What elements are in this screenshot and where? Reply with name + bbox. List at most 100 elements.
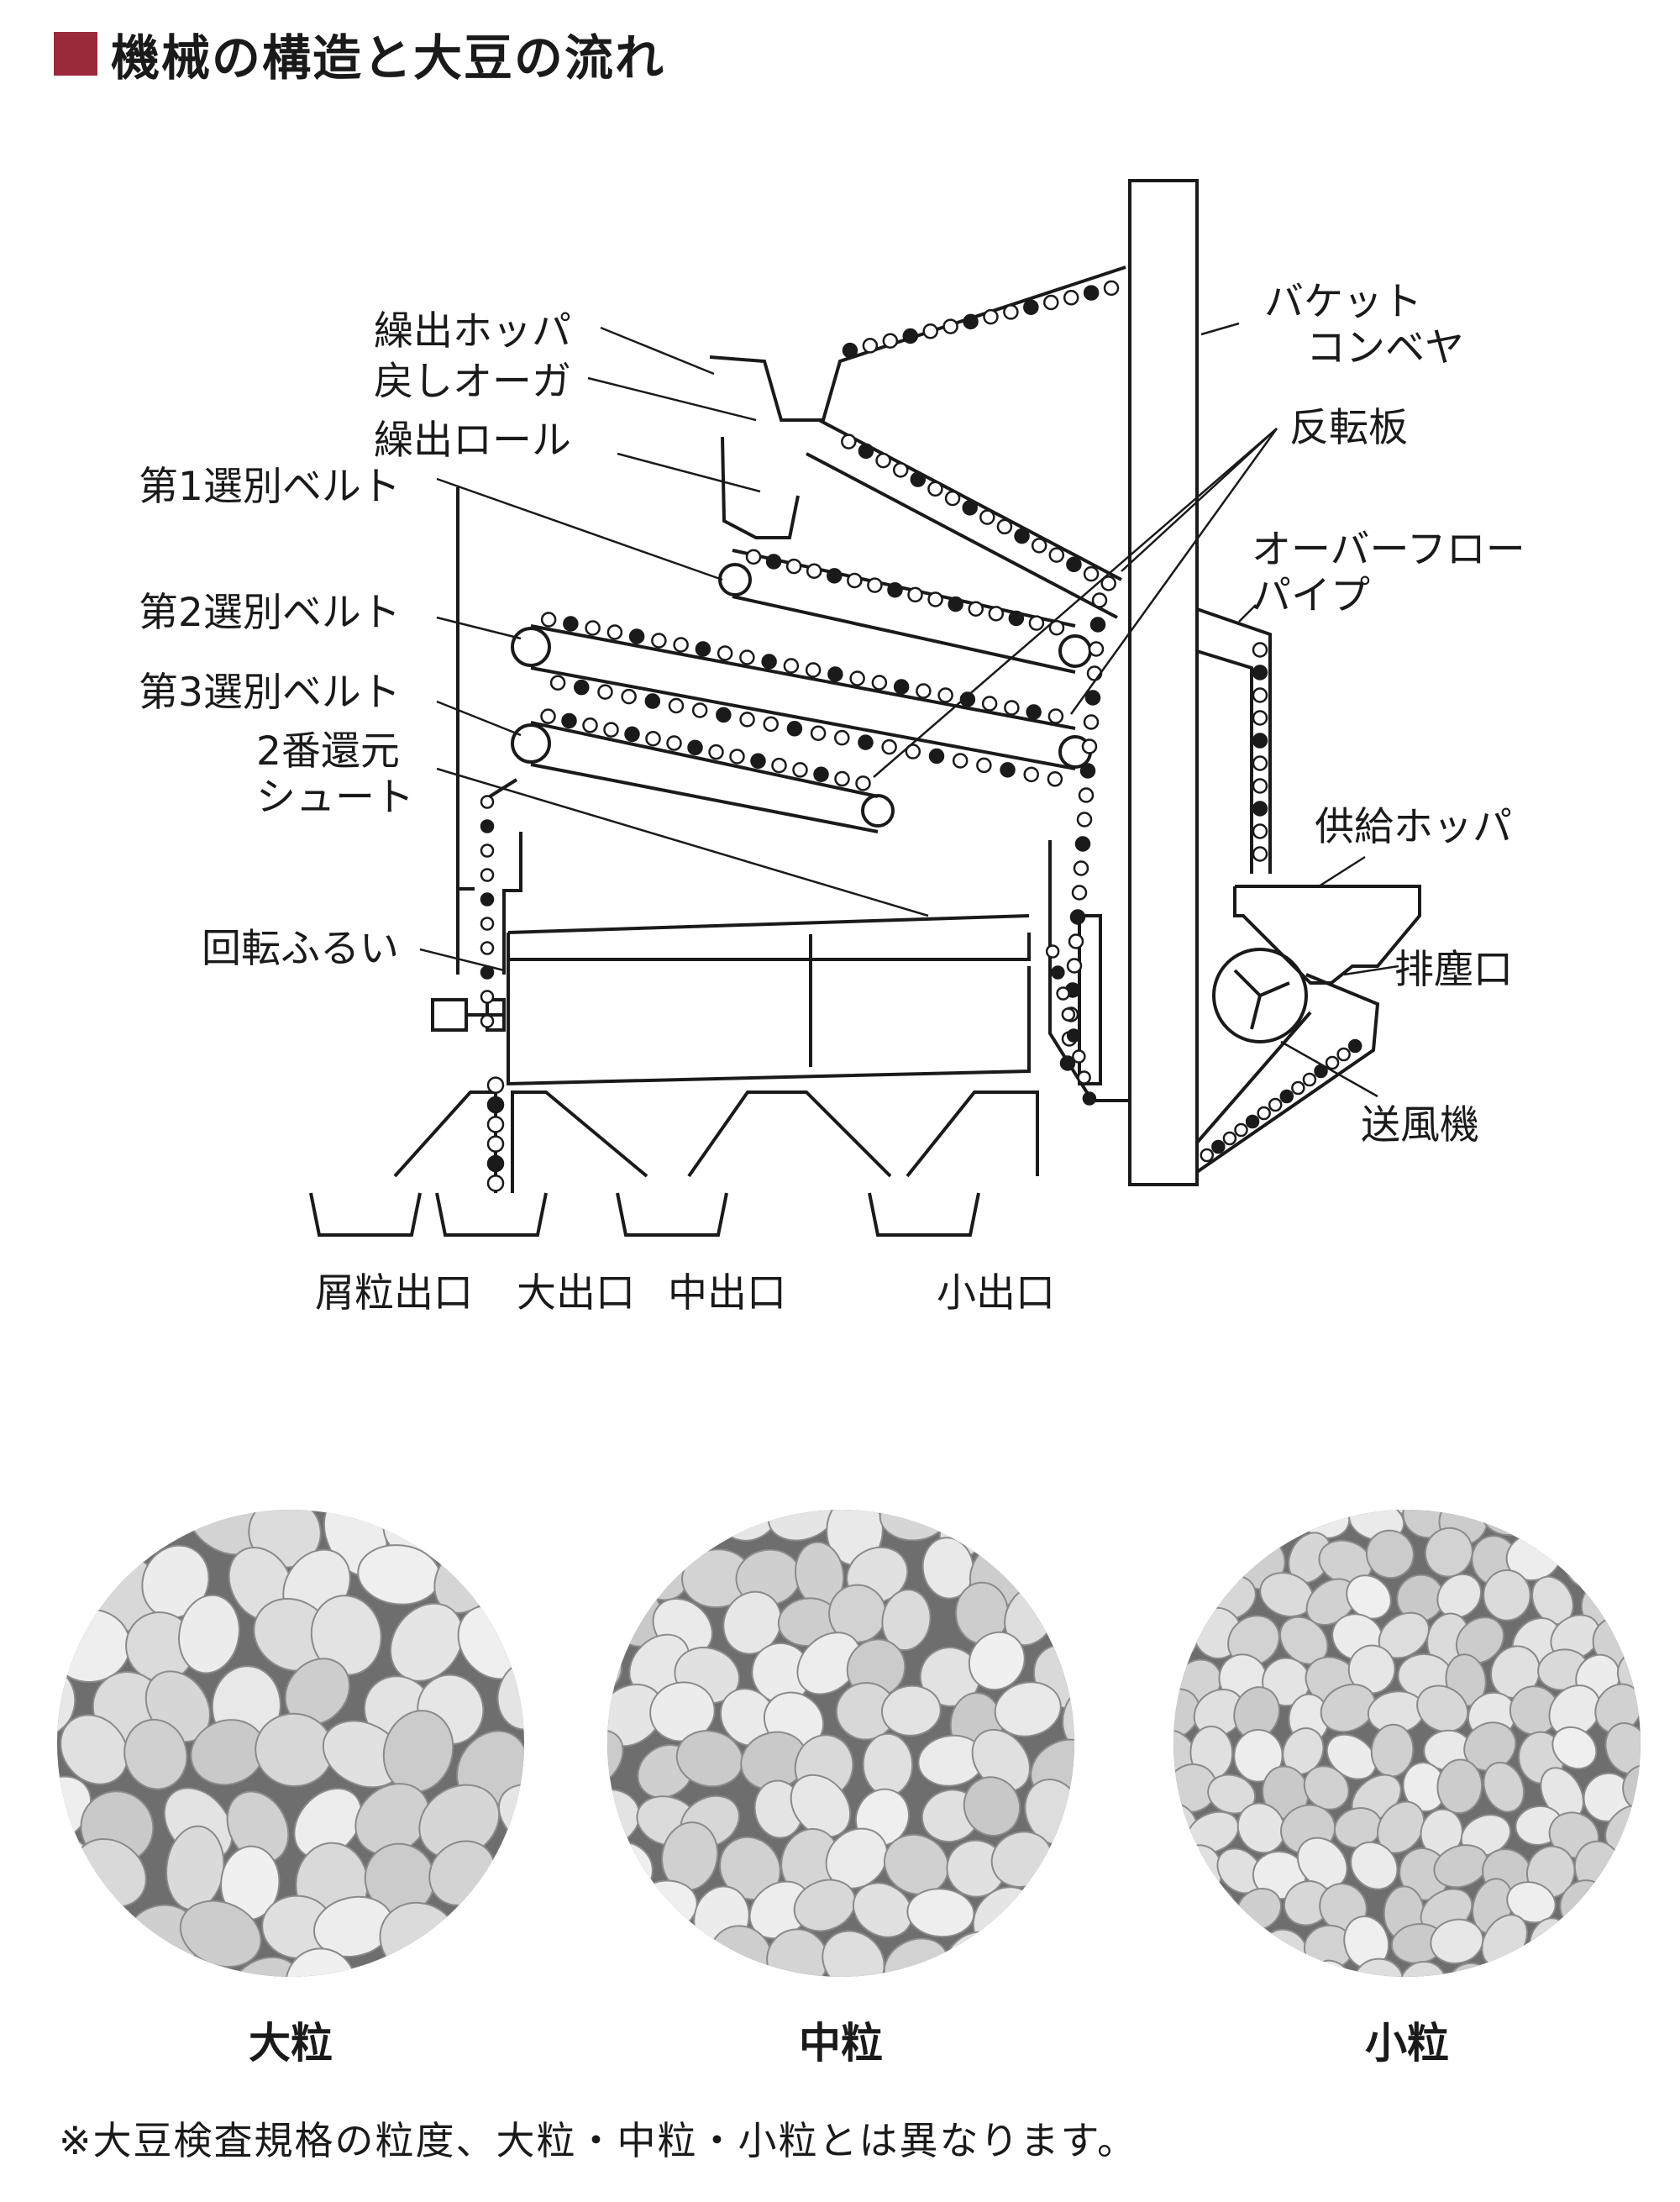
bean-dot xyxy=(1252,823,1268,839)
bean-dot xyxy=(1078,787,1095,803)
soybean xyxy=(1172,1918,1174,1979)
bean-dot xyxy=(1222,1131,1237,1146)
bean-dot xyxy=(480,819,495,833)
bean-dot xyxy=(771,757,787,774)
bean-dot xyxy=(962,500,978,516)
bean-dot xyxy=(480,965,495,980)
soybean xyxy=(57,1510,118,1564)
bean-dot xyxy=(1047,708,1064,724)
soybean xyxy=(415,1954,484,1977)
bean-dot xyxy=(1056,986,1070,1001)
bean-dot xyxy=(1257,1106,1271,1121)
bean-dot xyxy=(480,1014,495,1028)
soybean xyxy=(1620,1958,1641,1977)
bean-dot xyxy=(1023,299,1039,315)
bean-dot xyxy=(1071,885,1088,901)
outlet-label-large: 大出口 xyxy=(517,1270,635,1316)
bean-dot xyxy=(862,338,879,354)
soybean xyxy=(1045,1510,1074,1540)
bean-dot xyxy=(1268,1097,1283,1112)
bean-dot xyxy=(805,662,822,678)
bean-dot xyxy=(645,730,661,747)
bean-dot xyxy=(1252,801,1268,817)
bean-dot xyxy=(1089,617,1106,633)
soybean xyxy=(722,1590,782,1655)
bean-dot xyxy=(540,612,557,628)
bean-dot xyxy=(1004,700,1020,716)
soybean xyxy=(1320,1683,1377,1733)
soybean xyxy=(57,1891,64,1961)
bean-dot xyxy=(922,323,938,339)
soybean xyxy=(1353,1958,1404,1977)
bean-dot xyxy=(881,738,897,755)
bean-dot xyxy=(1072,1049,1086,1064)
label-bucket-conveyor-line2: コンベヤ xyxy=(1306,325,1464,371)
title-accent-square xyxy=(54,32,97,76)
soybean xyxy=(60,1714,129,1785)
outlet-tray-large xyxy=(435,1192,548,1237)
bean-dot xyxy=(1252,687,1268,703)
bean-dot xyxy=(1084,690,1101,706)
soybean xyxy=(354,1783,430,1856)
bean-dot xyxy=(739,649,755,665)
soybean xyxy=(853,1882,913,1938)
bean-dot xyxy=(944,490,961,507)
soybean xyxy=(1506,1881,1557,1924)
soybean xyxy=(963,1776,1021,1837)
bean-dot xyxy=(785,558,802,575)
belt-2 xyxy=(511,624,1092,770)
outlet-label-medium: 中出口 xyxy=(668,1270,786,1316)
caption-large: 大粒 xyxy=(249,2019,333,2068)
bean-dot xyxy=(1073,860,1089,876)
label-chute-line2: シュート xyxy=(256,775,414,821)
bean-dot xyxy=(1211,1139,1226,1154)
soybean xyxy=(1629,1840,1641,1891)
bean-dot xyxy=(561,712,577,729)
soybean xyxy=(883,1833,949,1895)
bean-dot xyxy=(1045,944,1060,959)
label-reversing-plate: 反転板 xyxy=(1289,405,1408,451)
bean-dot xyxy=(783,658,800,674)
bean-dot xyxy=(480,917,495,931)
bean-dot xyxy=(871,675,888,691)
bean-dot xyxy=(1234,1122,1248,1138)
bean-dot xyxy=(959,691,976,707)
soybean xyxy=(1594,1683,1641,1734)
soybean xyxy=(1483,1569,1531,1621)
soybean xyxy=(1203,1965,1254,1977)
bucket-conveyor-tower xyxy=(1128,179,1199,1186)
bean-dot xyxy=(813,766,829,782)
soybean xyxy=(1617,1927,1641,1975)
bean-dot xyxy=(983,308,999,325)
label-overflow-pipe-line2: パイプ xyxy=(1252,573,1370,619)
soybean xyxy=(971,1728,1031,1792)
bean-dot xyxy=(1252,733,1268,749)
blower-fan xyxy=(1212,948,1308,1043)
bean-dot xyxy=(668,697,685,714)
soybean xyxy=(87,1948,165,1977)
bean-dot xyxy=(739,712,755,728)
soybean xyxy=(796,1632,862,1695)
bean-dot xyxy=(849,670,865,686)
outlet-label-small: 小出口 xyxy=(937,1270,1055,1316)
soybean xyxy=(1303,1765,1350,1810)
soybean xyxy=(994,1681,1062,1737)
caption-small: 小粒 xyxy=(1365,2019,1449,2068)
soybean xyxy=(684,1508,764,1513)
soybean xyxy=(767,1510,837,1542)
soybean xyxy=(900,1508,970,1516)
feed-hopper-shape xyxy=(709,265,1126,422)
bean-dot xyxy=(1077,1070,1091,1085)
belt-3 xyxy=(511,721,895,833)
bean-dot xyxy=(666,735,682,751)
soybean xyxy=(389,1602,464,1682)
small-soybeans-photo xyxy=(1172,1510,1641,1979)
soybean xyxy=(607,1839,612,1903)
bean-dot xyxy=(716,707,732,723)
bean-dot xyxy=(1000,762,1016,778)
bean-dot xyxy=(1066,556,1082,573)
overflow-pipe xyxy=(1196,607,1272,874)
bean-dot xyxy=(480,868,495,882)
bean-dot xyxy=(549,675,566,691)
soybean xyxy=(55,1596,61,1693)
